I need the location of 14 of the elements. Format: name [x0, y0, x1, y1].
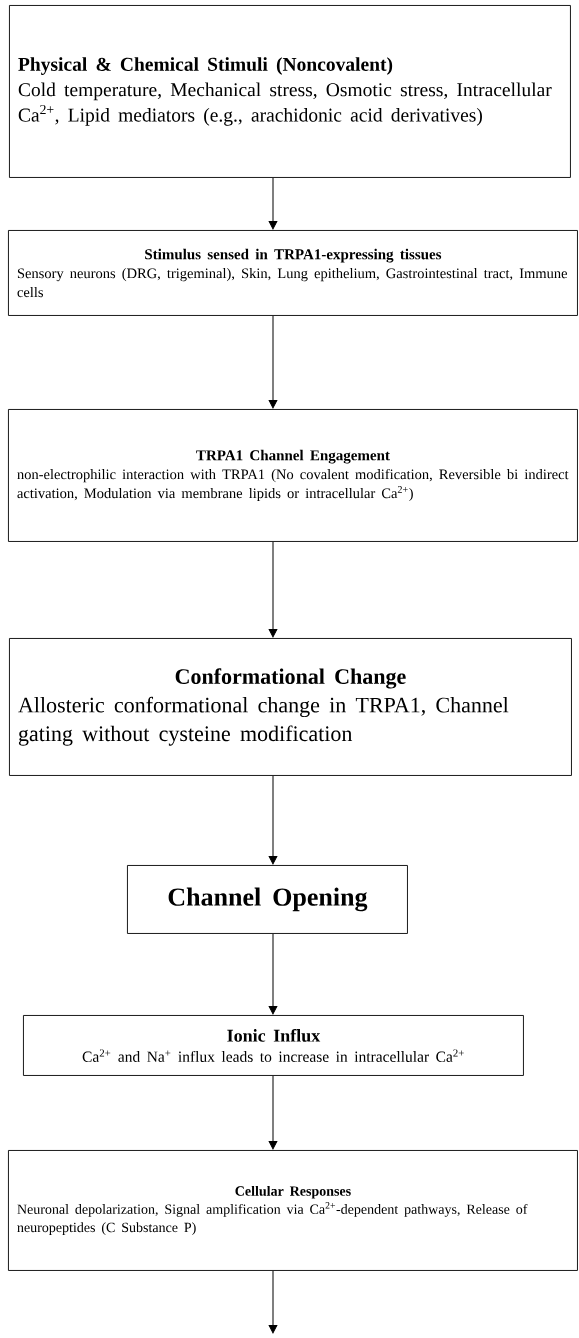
process-box: Ionic Influx Ca$^{2+}$ and Na$^{+}$ influx leads to increase in intracellular Ca$^{2+}$ — [23, 1015, 524, 1076]
process-box: Cellular Responses Neuronal depolarization, Signal amplification via Ca$^{2+}$-dependent pathways, Release of neuropeptides (C Substance P) — [8, 1150, 578, 1271]
arrow — [268, 775, 278, 865]
arrow — [268, 933, 278, 1015]
process-box: Physical & Chemical Stimuli (Noncovalent) Cold temperature, Mechanical stress, Osmotic stress, Intracellular Ca$^{2+}$, Lipid mediators (e.g., arachidonic acid derivatives) — [9, 5, 571, 178]
arrow — [268, 541, 278, 638]
process-box: Stimulus sensed in TRPA1-expressing tissues Sensory neurons (DRG, trigeminal), Skin, Lung epithelium, Gastrointestinal tract, Immune cells — [8, 230, 578, 316]
arrow — [268, 1075, 278, 1150]
arrow — [268, 315, 278, 409]
arrow — [268, 177, 278, 230]
process-box: Channel Opening — [127, 865, 408, 934]
process-box: TRPA1 Channel Engagement non-electrophilic interaction with TRPA1 (No covalent modification, Reversible bi indirect activation, Modulation via membrane lipids or intracellular Ca$^{2+}$) — [8, 409, 578, 542]
arrow — [268, 1270, 278, 1334]
process-box: Conformational Change Allosteric conformational change in TRPA1, Channel gating without cysteine modification — [9, 638, 572, 776]
